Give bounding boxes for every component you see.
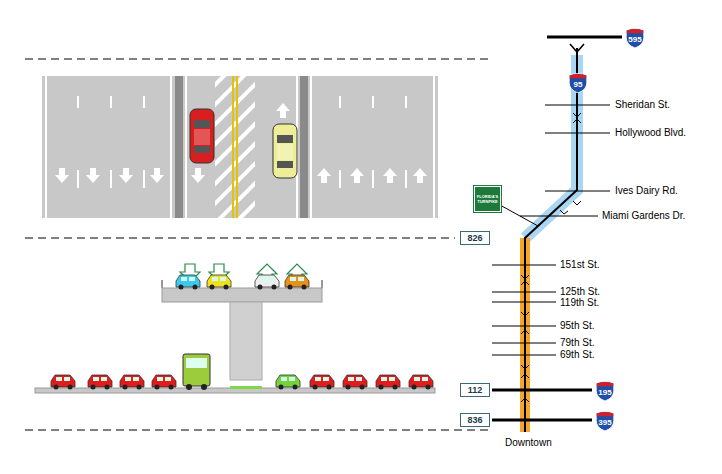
route-number: 826 [467, 233, 482, 243]
interstate-shield: 595 [624, 27, 646, 48]
route-number: 195 [598, 388, 611, 397]
street-label: 79th St. [560, 337, 594, 349]
route-number: 395 [598, 418, 611, 427]
route-number: 595 [628, 35, 641, 44]
street-label: 125th St. [560, 286, 600, 298]
interstate-shield: 395 [594, 410, 616, 431]
street-label: 151st St. [560, 259, 599, 271]
interstate-shield: 195 [594, 380, 616, 401]
street-label: Sheridan St. [615, 99, 670, 111]
route-number: 95 [574, 80, 583, 89]
street-label: 119th St. [560, 297, 599, 309]
street-label: Miami Gardens Dr. [602, 210, 685, 222]
route-number: 836 [467, 415, 482, 425]
turnpike-sign: FLORIDA'S TURNPIKE [474, 186, 501, 212]
route-number: 112 [468, 385, 483, 395]
interstate-shield: 95 [567, 72, 589, 93]
route-box: 836 [460, 413, 490, 427]
street-label: Ives Dairy Rd. [615, 185, 678, 197]
route-box: 112 [460, 383, 490, 397]
street-label: Hollywood Blvd. [615, 127, 686, 139]
sign-text: FLORIDA'S TURNPIKE [475, 194, 500, 204]
route-box: 826 [460, 231, 490, 245]
street-label: 69th St. [560, 349, 594, 361]
street-label: Downtown [505, 437, 552, 449]
street-label: 95th St. [560, 320, 594, 332]
